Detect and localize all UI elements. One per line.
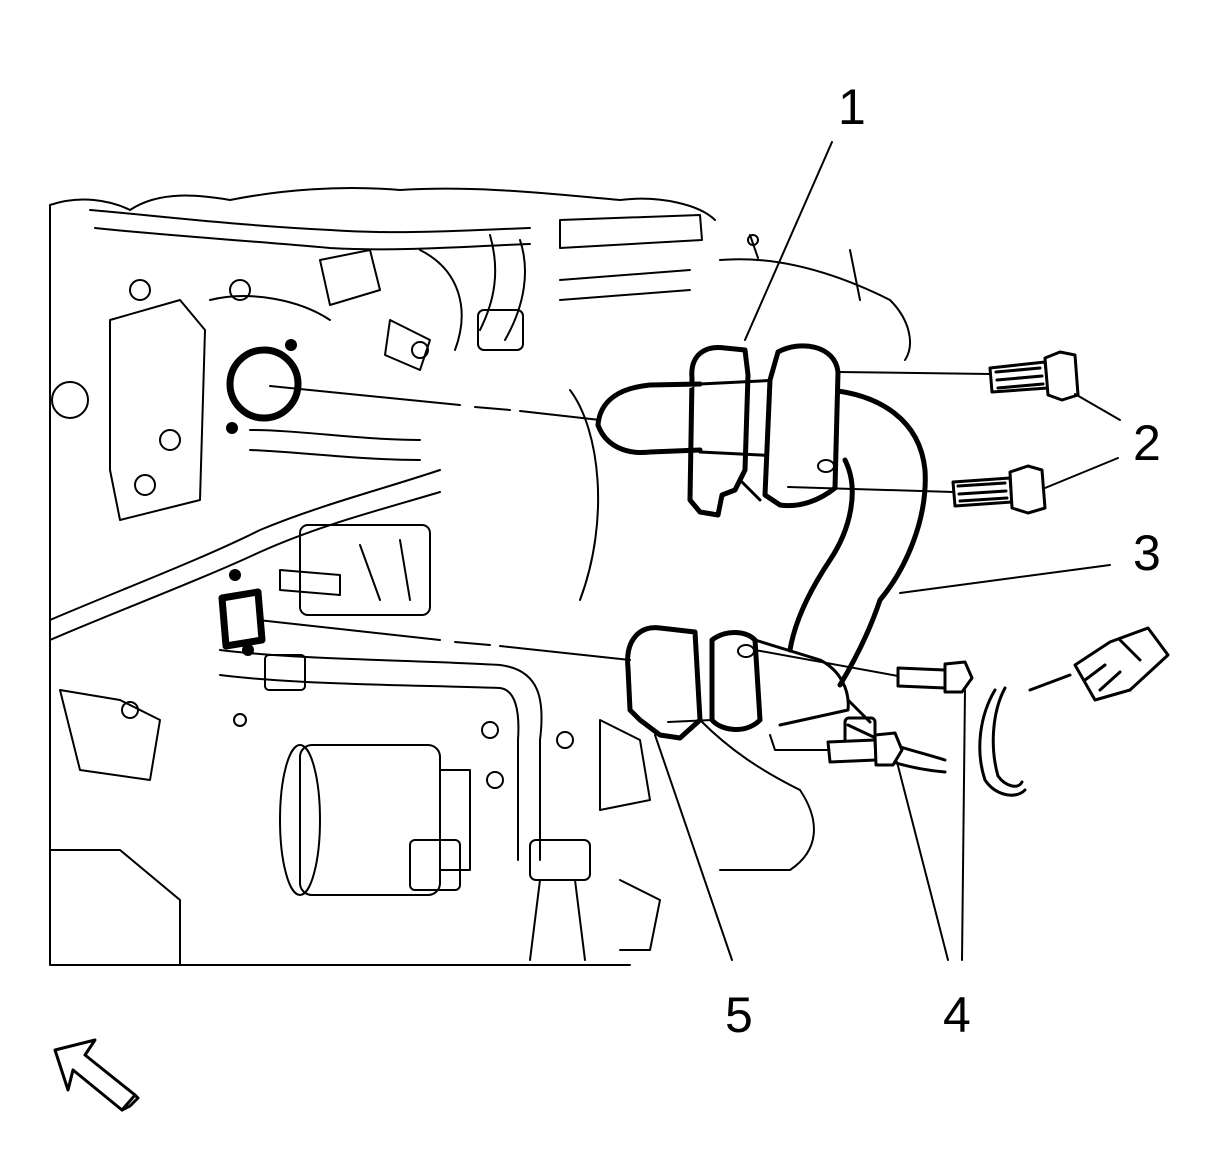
engine-flange-upper [226, 339, 302, 434]
engine-background [49, 187, 911, 966]
bolt-2-upper [988, 350, 1080, 402]
callout-3: 3 [1133, 525, 1161, 581]
outlet-pipe-3 [595, 343, 928, 732]
callout-4: 4 [943, 987, 971, 1043]
gasket-5 [625, 625, 703, 741]
leader-lines [654, 141, 1121, 961]
alignment-lines [257, 371, 991, 751]
callout-5: 5 [725, 987, 753, 1043]
front-direction-arrow-icon [53, 1038, 140, 1112]
gasket-1 [687, 344, 751, 518]
engine-flange-lower [218, 569, 266, 656]
bolt-4-upper [896, 660, 974, 694]
callout-2: 2 [1133, 415, 1161, 471]
bolt-4-lower [826, 731, 904, 767]
callout-1: 1 [838, 79, 866, 135]
bolt-2-lower [951, 464, 1047, 515]
sensor-harness [843, 626, 1170, 797]
